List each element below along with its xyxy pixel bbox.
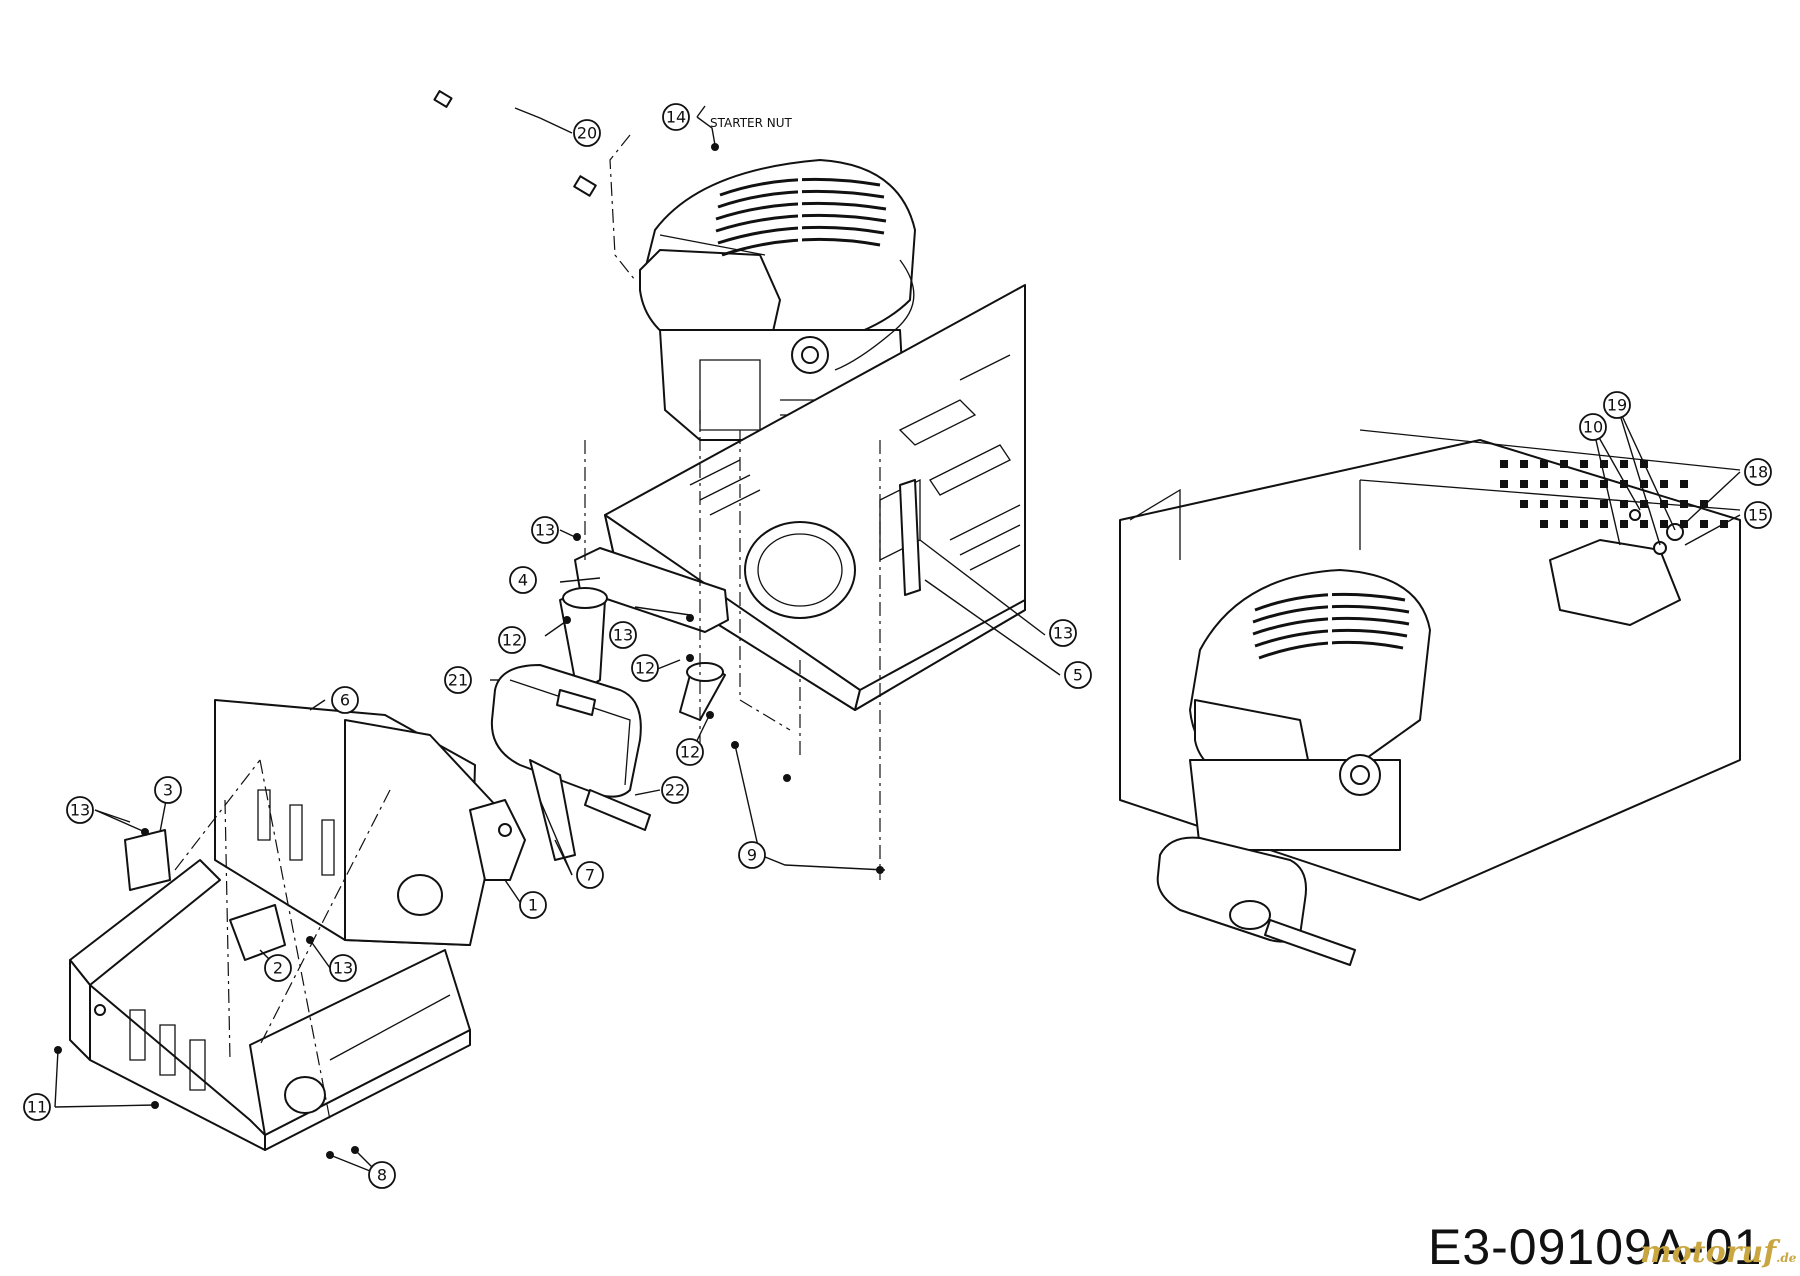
callout-12a: 12 [498, 626, 526, 654]
svg-text:22: 22 [665, 781, 685, 800]
callout-8: 8 [368, 1161, 396, 1189]
watermark-logo: motoruf.de [1640, 1235, 1796, 1270]
svg-text:12: 12 [502, 631, 522, 650]
watermark-tld: .de [1776, 1251, 1797, 1265]
svg-text:21: 21 [448, 671, 468, 690]
callout-21: 21 [444, 666, 472, 694]
mount-plate [899, 479, 921, 596]
leader-lines [54, 105, 1741, 1176]
callout-13b: 13 [609, 621, 637, 649]
watermark-brand: motoruf [1640, 1235, 1777, 1270]
callout-5: 5 [1064, 661, 1092, 689]
callout-3: 3 [154, 776, 182, 804]
svg-text:12: 12 [635, 659, 655, 678]
assembled-view [1119, 429, 1741, 966]
callout-2: 2 [264, 954, 292, 982]
svg-text:4: 4 [518, 571, 528, 590]
callout-7: 7 [576, 861, 604, 889]
svg-text:14: 14 [666, 108, 686, 127]
assembled-engine-grille [1252, 590, 1410, 660]
callout-13e: 13 [329, 954, 357, 982]
callout-22: 22 [661, 776, 689, 804]
engine-grille [715, 175, 887, 257]
callout-1: 1 [519, 891, 547, 919]
callout-6: 6 [331, 686, 359, 714]
engine-assembly [639, 159, 916, 441]
callout-15: 15 [1744, 501, 1772, 529]
svg-text:18: 18 [1748, 463, 1768, 482]
heat-shield [214, 699, 501, 946]
svg-text:20: 20 [577, 124, 597, 143]
svg-text:13: 13 [70, 801, 90, 820]
svg-text:5: 5 [1073, 666, 1083, 685]
starter-rod [433, 90, 597, 197]
exhaust-assembly [490, 587, 726, 861]
svg-text:6: 6 [340, 691, 350, 710]
svg-text:13: 13 [333, 959, 353, 978]
svg-text:19: 19 [1607, 396, 1627, 415]
starter-nut-note: STARTER NUT [710, 116, 793, 130]
svg-text:9: 9 [747, 846, 757, 865]
svg-text:11: 11 [27, 1098, 47, 1117]
callout-19: 19 [1603, 391, 1631, 419]
callout-9: 9 [738, 841, 766, 869]
svg-text:7: 7 [585, 866, 595, 885]
svg-text:3: 3 [163, 781, 173, 800]
assembly-dash-lines [174, 134, 881, 1121]
svg-text:13: 13 [535, 521, 555, 540]
svg-text:2: 2 [273, 959, 283, 978]
callout-12b: 12 [631, 654, 659, 682]
side-bracket-2 [229, 904, 286, 961]
callout-18: 18 [1744, 458, 1772, 486]
svg-text:15: 15 [1748, 506, 1768, 525]
callouts: 1 2 3 4 5 6 7 8 9 10 11 12 12 12 13 13 1… [23, 103, 1772, 1189]
svg-text:12: 12 [680, 743, 700, 762]
callout-10: 10 [1579, 413, 1607, 441]
svg-text:1: 1 [528, 896, 538, 915]
drawing-number: E3-09109A-01 [1428, 1219, 1763, 1275]
svg-text:13: 13 [613, 626, 633, 645]
side-bracket-3 [124, 829, 171, 891]
callout-13c: 13 [1049, 619, 1077, 647]
muffler-guard [469, 799, 526, 881]
callout-4: 4 [509, 566, 537, 594]
svg-text:13: 13 [1053, 624, 1073, 643]
callout-20: 20 [573, 119, 601, 147]
svg-text:8: 8 [377, 1166, 387, 1185]
rear-bumper-frame [69, 859, 471, 1151]
callout-14: 14 [662, 103, 690, 131]
callout-11: 11 [23, 1093, 51, 1121]
callout-13a: 13 [531, 516, 559, 544]
svg-text:10: 10 [1583, 418, 1603, 437]
callout-13d: 13 [66, 796, 94, 824]
callout-12c: 12 [676, 738, 704, 766]
